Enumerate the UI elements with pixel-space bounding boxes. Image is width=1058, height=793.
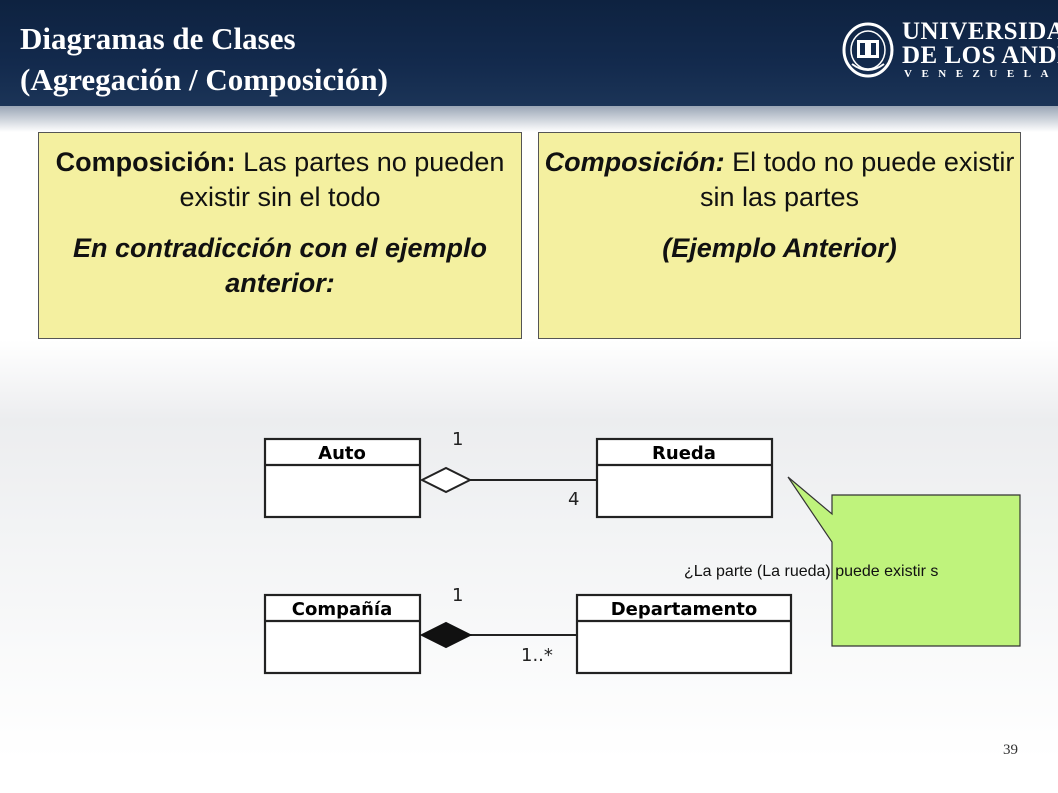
class-auto: Auto <box>263 437 422 519</box>
left-definition-text: Composición: Las partes no pueden existi… <box>39 145 521 215</box>
logo-line-3: VENEZUELA <box>904 68 1058 80</box>
multiplicity-compania: 1 <box>452 585 463 606</box>
logo-line-2: DE LOS ANDES <box>902 42 1058 69</box>
class-departamento: Departamento <box>575 593 793 675</box>
class-rueda: Rueda <box>595 437 774 519</box>
callout-text: ¿La parte (La rueda) puede existir s <box>684 563 939 580</box>
right-definition: El todo no puede existir sin las partes <box>699 147 1015 212</box>
left-definition: Las partes no pueden existir sin el todo <box>179 147 505 212</box>
header-shadow <box>0 106 1058 132</box>
class-rueda-name: Rueda <box>652 443 716 464</box>
left-emphasis: En contradicción con el ejemplo anterior… <box>72 233 488 298</box>
class-compania-name: Compañía <box>292 599 393 620</box>
multiplicity-auto: 1 <box>452 429 463 450</box>
filled-diamond-icon <box>419 621 473 649</box>
title-line-1: Diagramas de Clases <box>20 21 296 56</box>
multiplicity-rueda: 4 <box>568 489 579 510</box>
slide-header <box>0 0 1058 106</box>
title-line-2: (Agregación / Composición) <box>20 62 388 97</box>
class-departamento-name: Departamento <box>611 599 758 620</box>
callout-shape <box>787 476 1021 647</box>
composition-association: 1 1..* <box>419 585 577 666</box>
right-definition-text: Composición: El todo no puede existir si… <box>539 145 1020 215</box>
right-definition-box: Composición: El todo no puede existir si… <box>538 132 1021 339</box>
slide-title: Diagramas de Clases (Agregación / Compos… <box>20 18 388 100</box>
uml-class-diagram: Auto Rueda 1 4 Compañía Departamento 1 1… <box>263 429 793 675</box>
multiplicity-departamento: 1..* <box>521 645 553 666</box>
left-term: Composición: <box>55 147 236 177</box>
class-auto-name: Auto <box>318 443 366 464</box>
right-emphasis: (Ejemplo Anterior) <box>662 233 897 263</box>
right-term: Composición: <box>544 147 725 177</box>
aggregation-association: 1 4 <box>419 429 597 510</box>
left-definition-box: Composición: Las partes no pueden existi… <box>38 132 522 339</box>
callout-bubble <box>787 476 1021 647</box>
page-number: 39 <box>1003 742 1018 758</box>
university-seal-icon <box>842 22 894 78</box>
hollow-diamond-icon <box>419 466 473 494</box>
class-compania: Compañía <box>263 593 422 675</box>
